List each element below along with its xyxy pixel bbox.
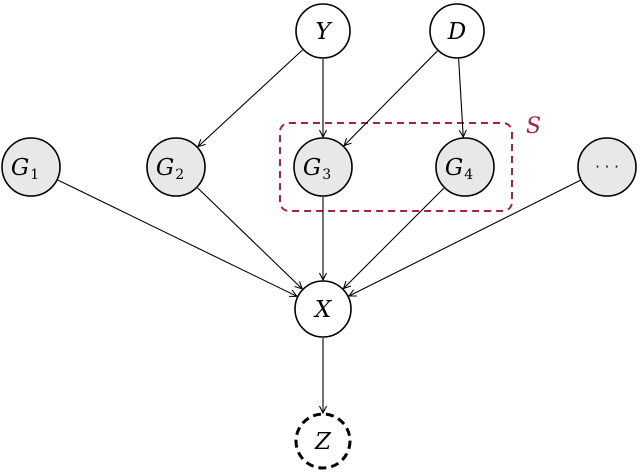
node-z: Z	[294, 412, 352, 470]
svg-text:G2: G2	[156, 155, 184, 183]
edge-y-to-g2	[198, 49, 303, 147]
edge-dots-to-x	[349, 179, 581, 296]
node-g3: G3	[293, 137, 353, 197]
svg-text:Z: Z	[314, 429, 332, 455]
edge-g2-to-x	[197, 187, 303, 289]
svg-text:Y: Y	[315, 19, 333, 45]
svg-text:G4: G4	[445, 155, 473, 183]
edge-g1-to-x	[57, 179, 297, 296]
edges	[57, 49, 581, 413]
svg-text:· · ·: · · ·	[595, 158, 619, 176]
set-s-label: S	[526, 114, 541, 139]
node-y: Y	[295, 3, 351, 59]
svg-text:G3: G3	[303, 155, 331, 183]
node-g2: G2	[146, 137, 206, 197]
edge-g4-to-x	[344, 187, 445, 288]
node-g4: G4	[435, 137, 495, 197]
edge-d-to-g4	[458, 58, 464, 137]
svg-text:D: D	[447, 19, 466, 45]
svg-text:X: X	[313, 297, 333, 323]
node-ellipsis: · · ·	[577, 137, 637, 197]
node-x: X	[294, 280, 352, 338]
edge-d-to-g3	[344, 50, 438, 146]
svg-text:G1: G1	[11, 155, 39, 183]
node-d: D	[429, 3, 485, 59]
node-g1: G1	[1, 137, 61, 197]
